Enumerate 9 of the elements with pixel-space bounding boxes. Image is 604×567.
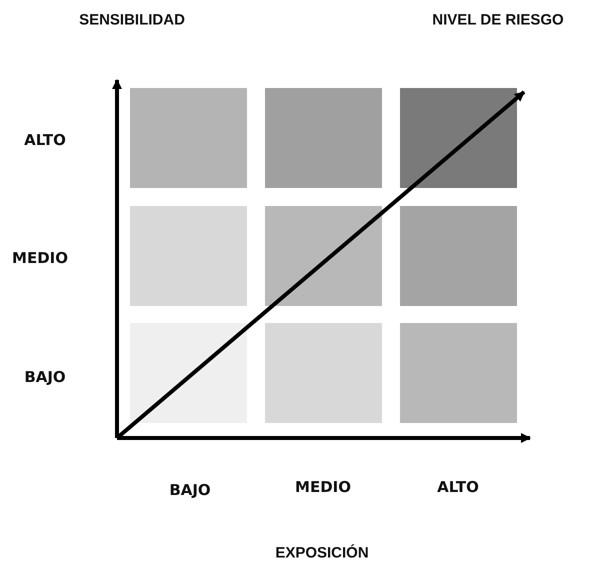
axis-title: SENSIBILIDAD: [79, 12, 185, 28]
axis-title: EXPOSICIÓN: [275, 544, 369, 562]
axis-label: MEDIO: [12, 249, 68, 267]
axis-label: ALTO: [437, 478, 479, 496]
axis-label: ALTO: [24, 131, 66, 149]
axis-title: NIVEL DE RIESGO: [432, 12, 564, 28]
axis-label: BAJO: [24, 368, 66, 386]
axis-label: BAJO: [169, 481, 211, 499]
axis-label: MEDIO: [295, 478, 351, 496]
